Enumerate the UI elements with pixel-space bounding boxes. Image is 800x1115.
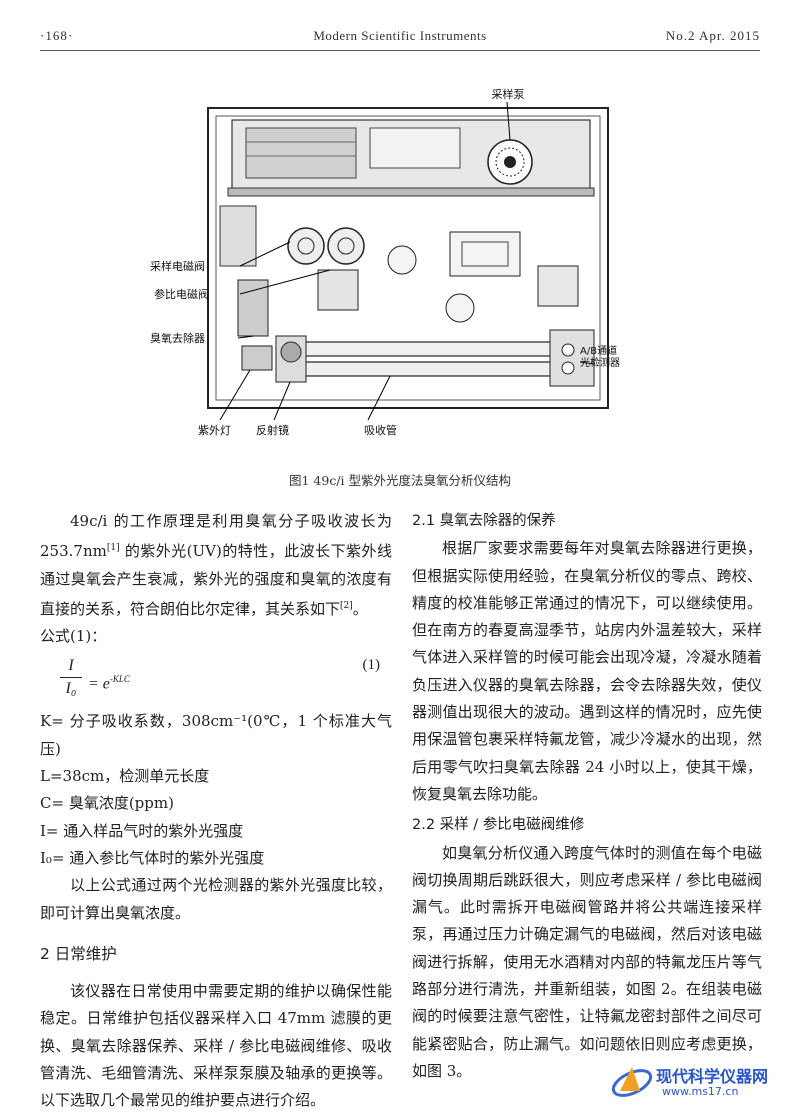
- label-detector-1: A/B通道: [580, 344, 617, 357]
- conclusion: 以上公式通过两个光检测器的紫外光强度比较，即可计算出臭氧浓度。: [40, 876, 392, 922]
- def-l: L=38cm，检测单元长度: [40, 767, 210, 786]
- page-number: ·168·: [40, 28, 74, 43]
- label-sample-valve: 采样电磁阀: [150, 259, 205, 273]
- label-uv-lamp: 紫外灯: [198, 424, 231, 437]
- right-column: 2.1 臭氧去除器的保养 根据厂家要求需要每年对臭氧去除器进行更换，但根据实际使…: [412, 508, 762, 1085]
- label-absorption-tube: 吸收管: [364, 423, 397, 437]
- header-rule: [40, 50, 760, 51]
- formula-label: 公式(1)：: [40, 627, 107, 646]
- section-2-text: 该仪器在日常使用中需要定期的维护以确保性能稳定。日常维护包括仪器采样入口 47m…: [40, 982, 392, 1110]
- running-header: ·168· Modern Scientific Instruments No.2…: [40, 28, 760, 48]
- intro-paragraph: 49c/i 的工作原理是利用臭氧分子吸收波长为 253.7nm[1] 的紫外光(…: [40, 512, 392, 618]
- label-scrubber: 臭氧去除器: [150, 331, 205, 345]
- watermark-url: www.ms17.cn: [662, 1085, 739, 1098]
- def-c: C= 臭氧浓度(ppm): [40, 794, 174, 813]
- section-2-1-title: 2.1 臭氧去除器的保养: [412, 513, 556, 529]
- journal-name: Modern Scientific Instruments: [313, 28, 487, 43]
- section-2-2-text: 如臭氧分析仪通入跨度气体时的测值在每个电磁阀切换周期后跳跃很大，则应考虑采样 /…: [412, 843, 762, 1080]
- issue-info: No.2 Apr. 2015: [665, 28, 760, 43]
- label-ref-valve: 参比电磁阀: [154, 287, 209, 301]
- def-k: K= 分子吸收系数，308cm⁻¹(0℃，1 个标准大气压): [40, 712, 392, 758]
- watermark-logo-icon: [611, 1067, 653, 1097]
- left-column: 49c/i 的工作原理是利用臭氧分子吸收波长为 253.7nm[1] 的紫外光(…: [40, 508, 392, 1115]
- instrument-diagram: 采样泵 采样电磁阀 参比电磁阀 臭氧去除器 A/B通道 光检测器 紫外灯 反射镜…: [150, 87, 620, 437]
- watermark-name: 现代科学仪器网: [656, 1067, 769, 1086]
- section-2-2-title: 2.2 采样 / 参比电磁阀维修: [412, 817, 585, 834]
- section-2-1-text: 根据厂家要求需要每年对臭氧去除器进行更换，但根据实际使用经验，在臭氧分析仪的零点…: [412, 539, 762, 803]
- def-i0: I₀= 通入参比气体时的紫外光强度: [40, 848, 265, 867]
- section-2-title: 2 日常维护: [40, 944, 117, 963]
- label-mirror: 反射镜: [256, 423, 289, 437]
- label-detector-2: 光检测器: [580, 356, 620, 369]
- def-i: I= 通入样品气时的紫外光强度: [40, 821, 244, 840]
- site-watermark: 现代科学仪器网 www.ms17.cn: [610, 1059, 790, 1105]
- figure-caption: 图1 49c/i 型紫外光度法臭氧分析仪结构: [288, 473, 512, 488]
- label-pump: 采样泵: [492, 87, 525, 101]
